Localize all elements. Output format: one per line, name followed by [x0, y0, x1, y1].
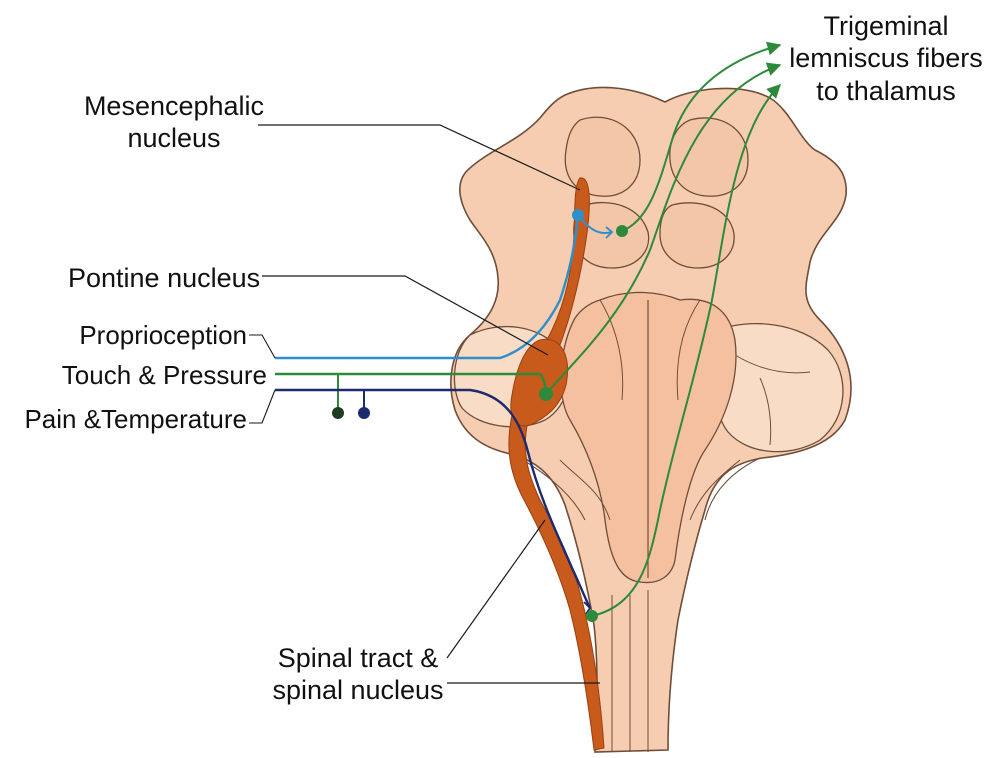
spinal-tract-leader-1: [447, 520, 545, 658]
trigeminal-lemniscus-line-2: lemniscus fibers: [786, 42, 986, 74]
touch-ganglion-cell: [332, 407, 344, 419]
pain-ganglion-cell: [358, 407, 370, 419]
mesencephalic-synapse-body: [616, 225, 628, 237]
touch-pressure-label: Touch & Pressure: [62, 360, 267, 391]
mesencephalic-line-1: Mesencephalic: [54, 90, 294, 122]
pain-leader: [249, 390, 275, 423]
trigeminal-lemniscus-line-3: to thalamus: [786, 75, 986, 107]
spinal-neuron-body: [586, 610, 598, 622]
trigeminal-lemniscus-line-1: Trigeminal: [786, 10, 986, 42]
mesencephalic-line-2: nucleus: [54, 122, 294, 154]
mesencephalic-neuron-body: [572, 209, 584, 221]
mesencephalic-label: Mesencephalic nucleus: [54, 90, 294, 155]
trigeminal-lemniscus-label: Trigeminal lemniscus fibers to thalamus: [786, 10, 986, 107]
colliculus-right-top: [670, 118, 748, 196]
pontine-label: Pontine nucleus: [68, 262, 260, 294]
pain-temperature-label: Pain &Temperature: [24, 404, 247, 435]
spinal-tract-line-1: Spinal tract &: [258, 642, 458, 674]
pontine-neuron-body: [539, 387, 553, 401]
proprioception-leader: [249, 335, 275, 358]
spinal-tract-line-2: spinal nucleus: [258, 674, 458, 706]
spinal-tract-label: Spinal tract & spinal nucleus: [258, 642, 458, 707]
proprioception-label: Proprioception: [79, 320, 247, 351]
